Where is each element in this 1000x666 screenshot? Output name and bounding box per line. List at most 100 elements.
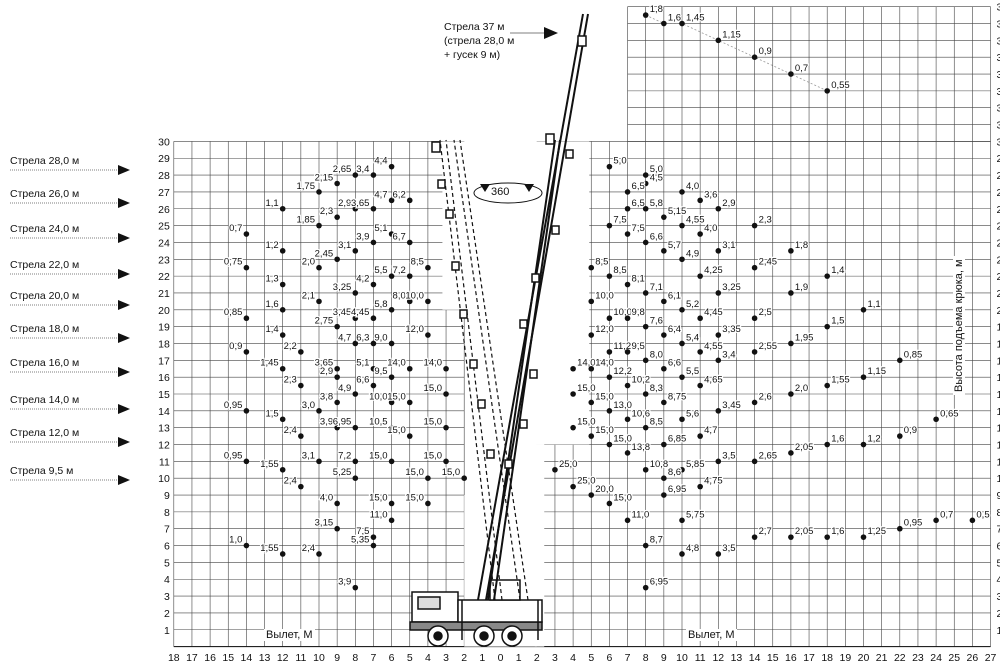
rotation-ellipse-icon xyxy=(473,182,543,204)
x-tick-label: 25 xyxy=(948,652,960,664)
load-label: 6,1 xyxy=(668,290,681,301)
load-label: 15,0 xyxy=(387,391,406,402)
load-point xyxy=(588,264,595,271)
load-label: 15,0 xyxy=(613,434,632,445)
load-label: 4,75 xyxy=(704,476,723,487)
y-tick-label: 20 xyxy=(158,305,170,317)
load-label: 1,5 xyxy=(831,316,844,327)
load-label: 5,1 xyxy=(356,358,369,369)
load-point xyxy=(679,517,685,524)
x-tick-label: 1 xyxy=(516,652,522,664)
x-tick-label: 14 xyxy=(749,652,761,664)
load-point xyxy=(298,349,304,355)
load-point xyxy=(588,433,595,439)
load-point xyxy=(642,424,649,431)
load-label: 6,4 xyxy=(668,324,681,335)
y-tick-label: 17 xyxy=(997,355,1000,367)
boom-label: Стрела 12,0 м xyxy=(10,427,80,439)
load-label: 15,0 xyxy=(613,492,632,503)
load-label: 15,0 xyxy=(577,417,596,428)
load-point xyxy=(443,424,449,431)
load-point xyxy=(897,357,903,364)
arrow-right-icon xyxy=(118,367,130,377)
load-label: 2,55 xyxy=(759,341,778,352)
load-label: 3,1 xyxy=(722,240,735,251)
load-label: 10,2 xyxy=(632,375,651,386)
load-point xyxy=(352,315,359,322)
load-point xyxy=(933,416,939,423)
load-point xyxy=(606,374,613,380)
load-point xyxy=(679,466,685,473)
load-label: 6,5 xyxy=(632,181,645,192)
load-point xyxy=(588,492,595,498)
load-point xyxy=(588,365,595,372)
load-point xyxy=(788,290,794,296)
load-label: 0,85 xyxy=(904,349,923,360)
load-label: 3,45 xyxy=(333,307,352,318)
load-point xyxy=(751,222,758,229)
load-label: 1,85 xyxy=(297,215,316,226)
load-label: 4,45 xyxy=(704,307,723,318)
load-label: 3,4 xyxy=(356,164,369,175)
load-point xyxy=(715,248,722,254)
load-point xyxy=(352,205,359,212)
load-point xyxy=(388,231,395,237)
load-point xyxy=(715,458,722,465)
arrow-down-icon xyxy=(480,184,490,192)
load-point xyxy=(406,239,413,246)
load-point xyxy=(642,12,649,18)
load-label: 1,55 xyxy=(260,459,279,470)
y-tick-label: 10 xyxy=(158,473,170,485)
load-label: 1,9 xyxy=(795,282,808,293)
load-point xyxy=(606,315,613,322)
load-label: 1,2 xyxy=(265,240,278,251)
load-label: 9,8 xyxy=(632,307,645,318)
x-tick-label: 6 xyxy=(389,652,395,664)
load-label: 8,5 xyxy=(613,265,626,276)
load-label: 1,5 xyxy=(265,408,278,419)
load-point xyxy=(279,281,286,288)
y-tick-label: 3 xyxy=(997,591,1000,603)
hook-block-icon xyxy=(431,35,587,469)
load-point xyxy=(624,205,631,212)
load-label: 0,7 xyxy=(795,63,808,74)
load-point xyxy=(751,315,758,322)
load-label: 8,0 xyxy=(393,290,406,301)
load-label: 8,75 xyxy=(668,391,687,402)
load-label: 5,85 xyxy=(686,459,705,470)
load-point xyxy=(624,189,631,195)
arrow-right-icon xyxy=(118,300,130,310)
load-point xyxy=(243,542,250,549)
load-label: 2,45 xyxy=(315,248,334,259)
load-point xyxy=(279,205,286,212)
load-point xyxy=(279,332,286,338)
load-label: 2,05 xyxy=(795,526,814,537)
y-tick-label: 13 xyxy=(158,423,170,435)
load-point xyxy=(443,391,449,397)
load-point xyxy=(715,551,722,557)
y-tick-label: 17 xyxy=(158,355,170,367)
load-label: 0,7 xyxy=(229,223,242,234)
load-label: 4,0 xyxy=(320,492,333,503)
load-label: 3,35 xyxy=(722,324,741,335)
x-tick-label: 8 xyxy=(643,652,649,664)
x-tick-label: 2 xyxy=(534,652,540,664)
x-tick-label: 1 xyxy=(479,652,485,664)
x-tick-label: 23 xyxy=(912,652,924,664)
load-label: 15,0 xyxy=(595,425,614,436)
load-point xyxy=(388,399,395,406)
arrow-right-icon xyxy=(118,269,130,279)
y-tick-label: 11 xyxy=(159,456,170,468)
load-label: 4,55 xyxy=(704,341,723,352)
load-point xyxy=(642,180,649,187)
y-tick-label: 7 xyxy=(997,524,1000,536)
arrow-right-icon xyxy=(118,198,130,208)
load-point xyxy=(243,231,250,237)
x-tick-label: 5 xyxy=(588,652,594,664)
y-tick-label: 29 xyxy=(997,153,1000,165)
load-label: 13,0 xyxy=(613,400,632,411)
load-label: 1,0 xyxy=(229,535,242,546)
y-tick-label: 5 xyxy=(997,557,1000,569)
load-point xyxy=(370,340,377,347)
